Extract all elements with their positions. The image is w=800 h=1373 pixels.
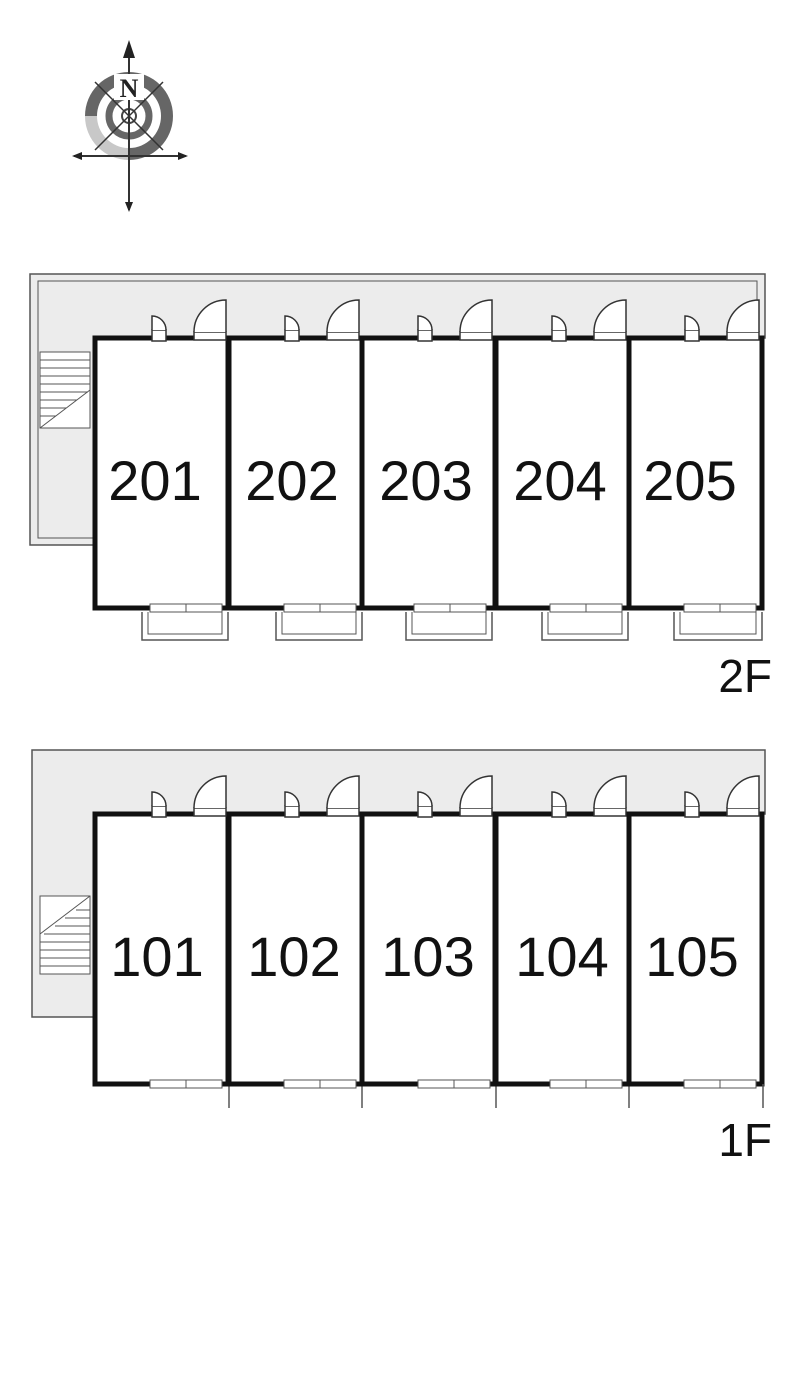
unit-102: 102 bbox=[226, 775, 365, 1108]
unit-104: 104 bbox=[493, 775, 632, 1108]
unit-203: 203 bbox=[359, 299, 498, 641]
north-label: N bbox=[120, 74, 139, 103]
floor-label-2f: 2F bbox=[718, 650, 772, 702]
unit-label: 204 bbox=[513, 449, 606, 512]
unit-label: 202 bbox=[245, 449, 338, 512]
unit-103: 103 bbox=[359, 775, 498, 1108]
stairs-2f bbox=[39, 351, 91, 429]
unit-label: 203 bbox=[379, 449, 472, 512]
unit-label: 104 bbox=[515, 925, 608, 988]
floor-label-1f: 1F bbox=[718, 1114, 772, 1166]
unit-205: 205 bbox=[626, 299, 765, 641]
floor-1f: 101 102 103 bbox=[31, 749, 772, 1166]
unit-101: 101 bbox=[92, 775, 231, 1108]
unit-label: 205 bbox=[643, 449, 736, 512]
unit-label: 201 bbox=[108, 449, 201, 512]
floor-2f: 201 202 203 bbox=[29, 273, 772, 702]
unit-201: 201 bbox=[92, 299, 231, 641]
compass-icon: N bbox=[72, 40, 188, 212]
unit-label: 105 bbox=[645, 925, 738, 988]
unit-105: 105 bbox=[626, 775, 765, 1108]
stairs-1f bbox=[39, 895, 91, 975]
unit-204: 204 bbox=[493, 299, 632, 641]
unit-label: 101 bbox=[110, 925, 203, 988]
unit-label: 102 bbox=[247, 925, 340, 988]
unit-202: 202 bbox=[226, 299, 365, 641]
unit-label: 103 bbox=[381, 925, 474, 988]
